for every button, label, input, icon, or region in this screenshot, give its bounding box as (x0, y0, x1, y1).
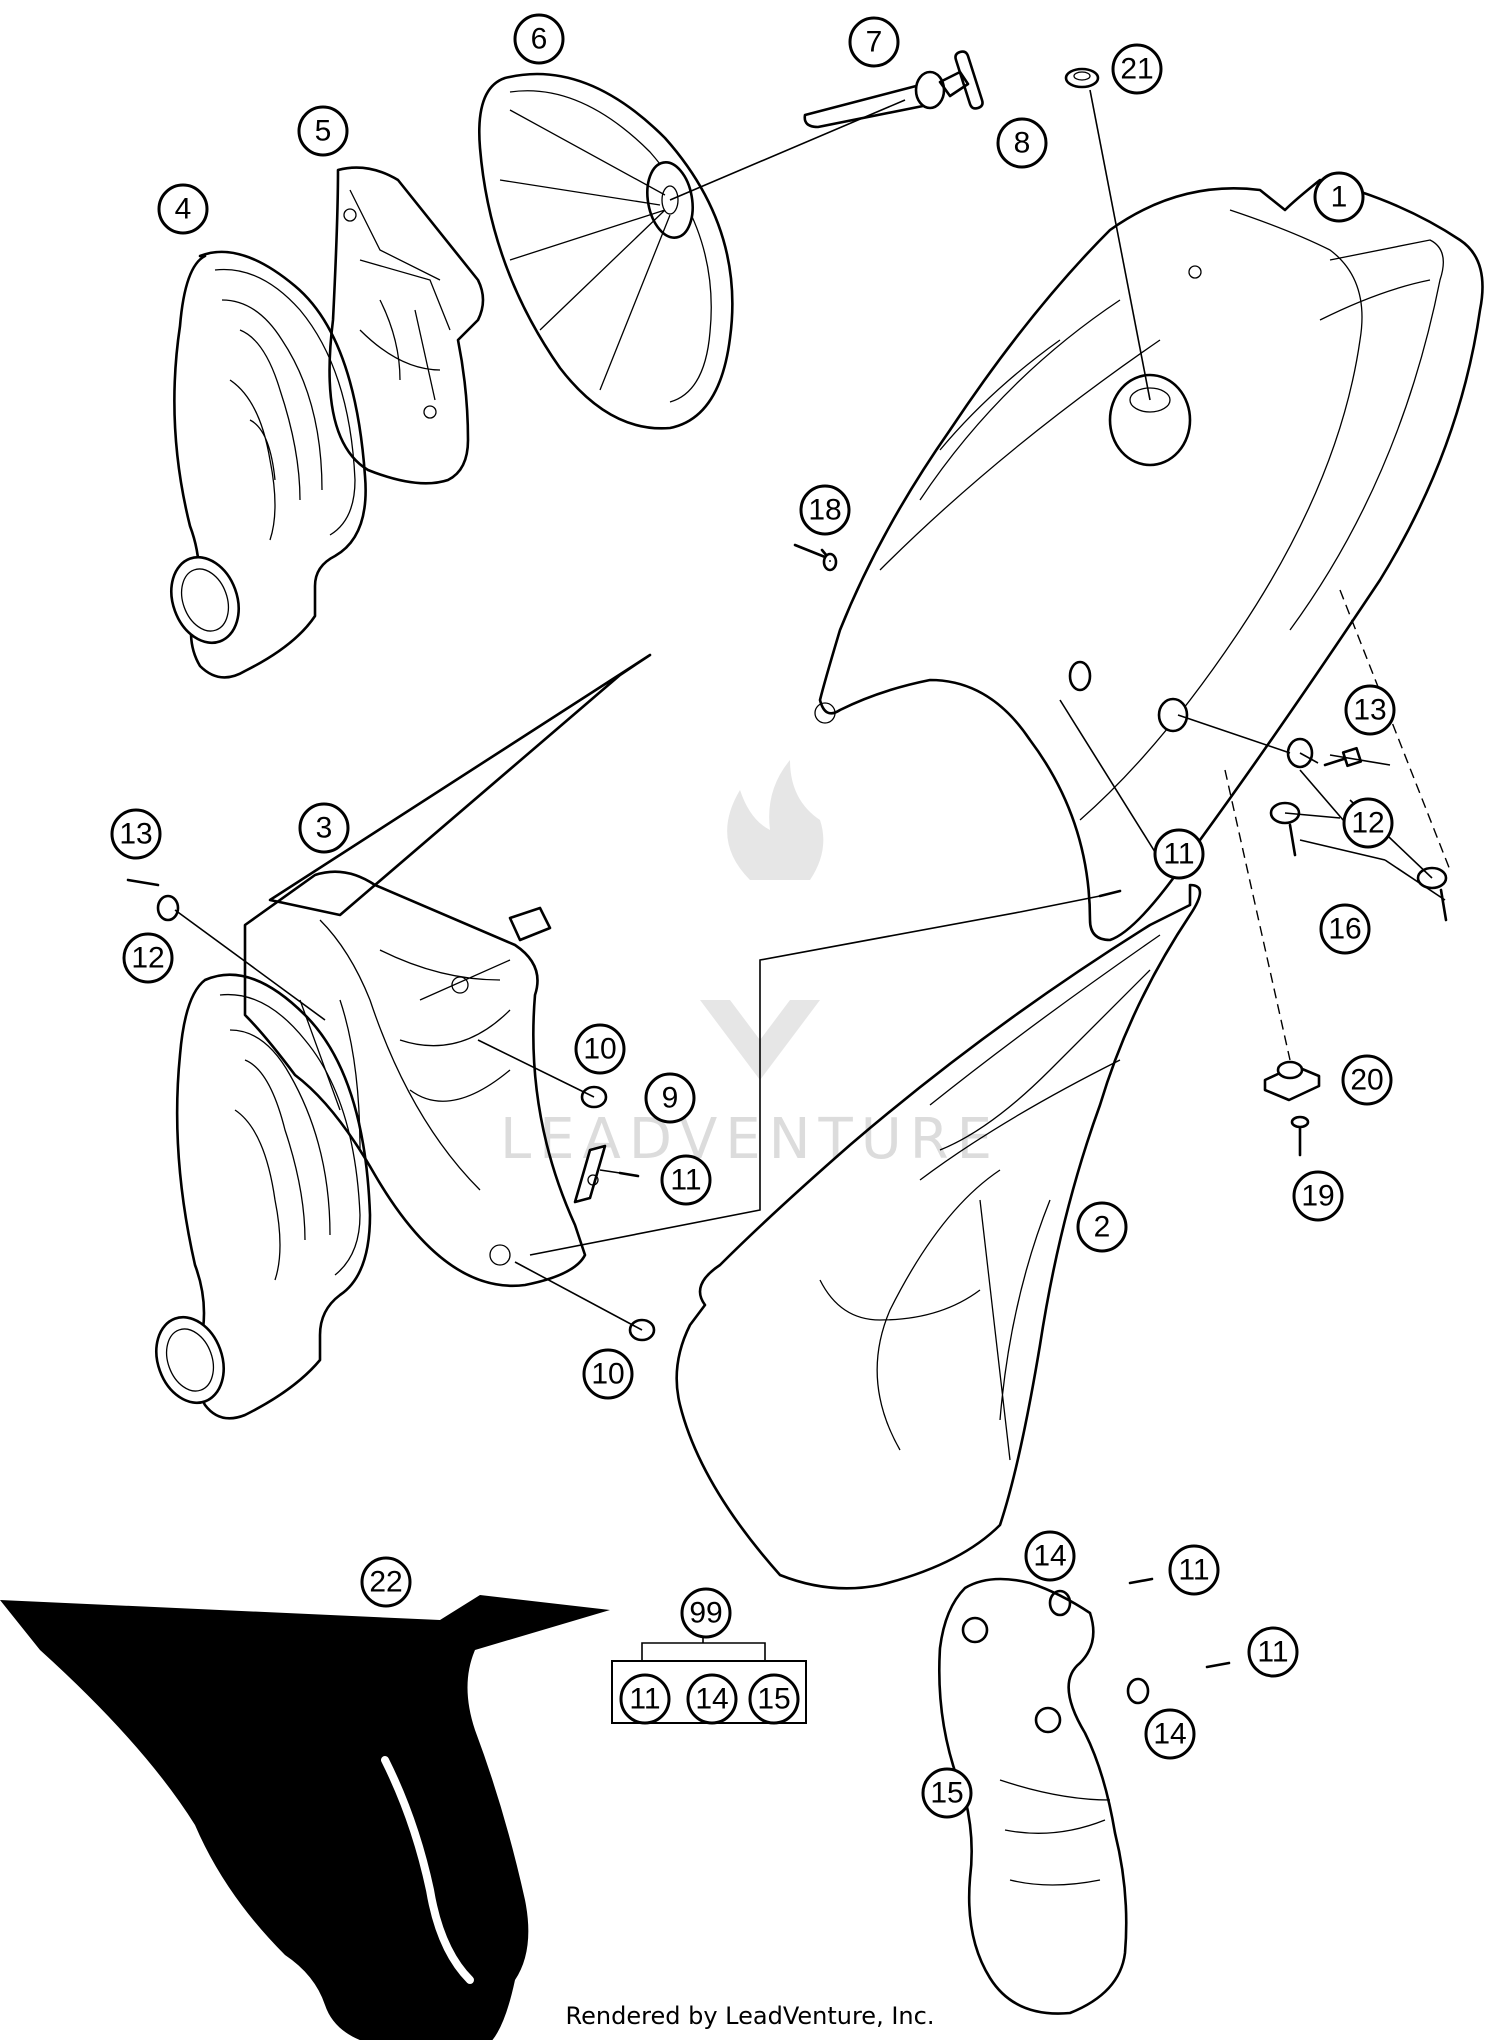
part-air-boot-upper (170, 250, 367, 679)
callout-7[interactable]: 7 (848, 16, 900, 68)
callout-3[interactable]: 3 (298, 802, 350, 854)
svg-text:8: 8 (1014, 127, 1031, 160)
svg-text:6: 6 (531, 23, 548, 56)
callout-19[interactable]: 19 (1292, 1170, 1344, 1222)
callout-14-lower[interactable]: 14 (1144, 1708, 1196, 1760)
svg-text:10: 10 (583, 1033, 616, 1066)
svg-text:13: 13 (1353, 694, 1386, 727)
part-pin (954, 50, 984, 110)
callout-10-upper[interactable]: 10 (574, 1023, 626, 1075)
callout-11-bottom-lower[interactable]: 11 (1247, 1626, 1299, 1678)
callout-11-upper[interactable]: 11 (1153, 828, 1205, 880)
svg-text:11: 11 (1257, 1636, 1288, 1669)
svg-text:4: 4 (175, 193, 192, 226)
callout-1[interactable]: 1 (1313, 171, 1365, 223)
part-bracket (573, 1144, 607, 1204)
hardware (126, 737, 1448, 1705)
svg-text:11: 11 (670, 1164, 701, 1197)
svg-text:9: 9 (662, 1082, 679, 1115)
svg-text:19: 19 (1301, 1180, 1334, 1213)
part-screw-18 (793, 543, 838, 572)
callout-12-right[interactable]: 12 (1342, 797, 1394, 849)
callout-18[interactable]: 18 (799, 484, 851, 536)
svg-text:22: 22 (369, 1566, 402, 1599)
leader-lines (174, 89, 1451, 1643)
callout-11-mid[interactable]: 11 (660, 1154, 712, 1206)
part-decal (0, 1595, 610, 2040)
svg-text:11: 11 (1178, 1554, 1209, 1587)
svg-text:12: 12 (1351, 807, 1384, 840)
svg-text:14: 14 (1153, 1718, 1186, 1751)
callout-2[interactable]: 2 (1076, 1201, 1128, 1253)
svg-text:15: 15 (757, 1683, 790, 1716)
svg-text:2: 2 (1094, 1211, 1111, 1244)
kit-item-11[interactable]: 11 (619, 1673, 671, 1725)
svg-text:10: 10 (591, 1358, 624, 1391)
svg-text:13: 13 (119, 818, 152, 851)
part-grommet (1064, 67, 1100, 89)
callout-10-lower[interactable]: 10 (582, 1348, 634, 1400)
callout-20[interactable]: 20 (1341, 1054, 1393, 1106)
svg-text:21: 21 (1120, 53, 1153, 86)
part-side-cover (675, 883, 1202, 1590)
svg-text:16: 16 (1328, 913, 1361, 946)
watermark-text: LEADVENTURE (500, 1107, 1000, 1172)
callout-99[interactable]: 99 (680, 1587, 732, 1639)
svg-text:14: 14 (695, 1683, 728, 1716)
svg-text:3: 3 (316, 812, 333, 845)
kit-item-14[interactable]: 14 (686, 1673, 738, 1725)
watermark: LEADVENTURE (500, 760, 1000, 1172)
svg-text:11: 11 (629, 1683, 660, 1716)
callout-22[interactable]: 22 (360, 1556, 412, 1608)
svg-text:12: 12 (131, 942, 164, 975)
callout-6[interactable]: 6 (513, 13, 565, 65)
svg-text:5: 5 (315, 115, 332, 148)
callout-5[interactable]: 5 (297, 105, 349, 157)
callout-12-left[interactable]: 12 (122, 932, 174, 984)
callout-13-left[interactable]: 13 (110, 808, 162, 860)
svg-text:11: 11 (1163, 838, 1194, 871)
callout-9[interactable]: 9 (644, 1072, 696, 1124)
part-filter-holder (803, 70, 970, 129)
callout-15[interactable]: 15 (921, 1767, 973, 1819)
part-air-box-frame (243, 653, 652, 1288)
svg-text:15: 15 (930, 1777, 963, 1810)
part-air-filter (478, 72, 734, 430)
callout-14-upper[interactable]: 14 (1024, 1530, 1076, 1582)
svg-text:7: 7 (866, 26, 883, 59)
part-air-boot-lower (155, 973, 372, 1420)
callout-16[interactable]: 16 (1319, 903, 1371, 955)
footer-credit: Rendered by LeadVenture, Inc. (566, 2002, 935, 2030)
svg-text:1: 1 (1331, 181, 1348, 214)
svg-text:18: 18 (808, 494, 841, 527)
callout-21[interactable]: 21 (1111, 43, 1163, 95)
svg-text:99: 99 (689, 1597, 722, 1630)
part-air-box (814, 178, 1484, 942)
callout-8[interactable]: 8 (996, 117, 1048, 169)
kit-item-15[interactable]: 15 (748, 1673, 800, 1725)
part-filter-cage (328, 166, 485, 485)
callout-4[interactable]: 4 (157, 183, 209, 235)
callout-13-right[interactable]: 13 (1344, 684, 1396, 736)
callout-11-bottom-upper[interactable]: 11 (1168, 1544, 1220, 1596)
svg-text:20: 20 (1350, 1064, 1383, 1097)
svg-text:14: 14 (1033, 1540, 1066, 1573)
